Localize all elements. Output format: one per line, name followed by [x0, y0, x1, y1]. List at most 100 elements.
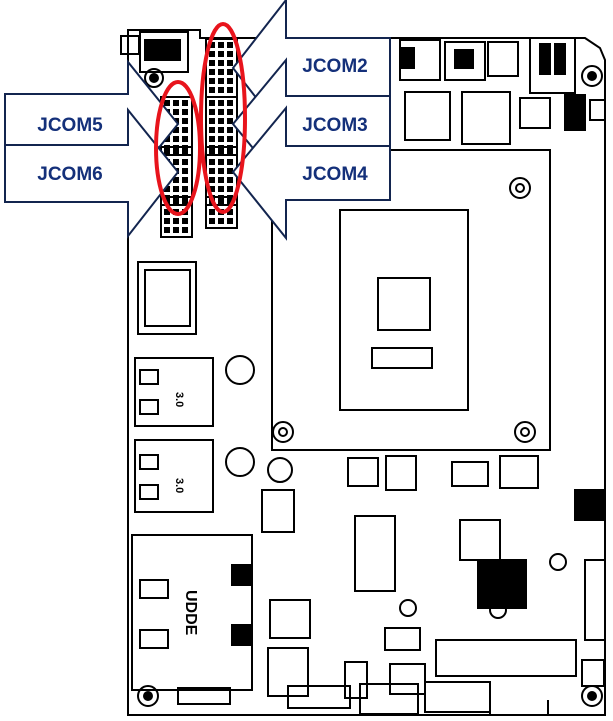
header-pin: [182, 159, 188, 165]
header-pin: [209, 78, 215, 84]
header-pin: [173, 227, 179, 233]
jcom2-label: JCOM2: [302, 56, 367, 77]
header-pin: [182, 200, 188, 206]
header-pin: [218, 118, 224, 124]
board-markings: 3.0 3.0 UDDE: [173, 392, 199, 636]
header-pin: [218, 100, 224, 106]
header-pin: [218, 69, 224, 75]
arrow-callout-icon: [4, 107, 180, 239]
header-pin: [182, 118, 188, 124]
header-pin: [173, 150, 179, 156]
header-pin: [227, 109, 233, 115]
header-pin: [227, 177, 233, 183]
header-pin: [227, 186, 233, 192]
header-pin: [164, 186, 170, 192]
header-pin: [209, 118, 215, 124]
header-pin: [164, 218, 170, 224]
header-pin: [218, 78, 224, 84]
header-pin: [218, 159, 224, 165]
jcom5-label: JCOM5: [37, 115, 103, 136]
header-pin: [218, 150, 224, 156]
header-pin: [182, 136, 188, 142]
header-pin: [218, 42, 224, 48]
header-pin: [227, 118, 233, 124]
jcom5-6-highlight: [154, 80, 202, 216]
header-pin: [173, 200, 179, 206]
header-pin: [164, 227, 170, 233]
header-pin: [218, 177, 224, 183]
pin-header-icon: [205, 196, 238, 229]
pin-header-icon: [160, 196, 193, 238]
header-pin: [209, 209, 215, 215]
header-pin: [227, 87, 233, 93]
header-pin: [227, 100, 233, 106]
header-pin: [227, 136, 233, 142]
header-pin: [209, 87, 215, 93]
header-pin: [164, 100, 170, 106]
header-pin: [227, 78, 233, 84]
header-pin: [227, 150, 233, 156]
header-pin: [227, 51, 233, 57]
header-pin: [173, 186, 179, 192]
header-pin: [227, 127, 233, 133]
header-pin: [164, 150, 170, 156]
pcb-outline: [127, 29, 606, 716]
header-pin: [227, 69, 233, 75]
jcom6-label: JCOM6: [37, 164, 102, 185]
header-pin: [218, 87, 224, 93]
left-io-ports: [131, 261, 293, 691]
header-pin: [218, 200, 224, 206]
header-pin: [173, 127, 179, 133]
jcom4-label: JCOM4: [302, 164, 368, 185]
usb-bottom-speed-marking: 3.0: [173, 478, 185, 493]
top-right-components: [399, 37, 606, 145]
header-pin: [209, 51, 215, 57]
header-pin: [209, 69, 215, 75]
header-pin: [227, 159, 233, 165]
header-pin: [182, 109, 188, 115]
header-pin: [218, 218, 224, 224]
jcom3-label: JCOM3: [302, 115, 367, 136]
callout-arrows: [4, 0, 391, 241]
header-pin: [209, 109, 215, 115]
header-pin: [182, 227, 188, 233]
header-pin: [227, 209, 233, 215]
header-pin: [209, 136, 215, 142]
header-pin: [182, 150, 188, 156]
header-pin: [209, 150, 215, 156]
header-pin: [182, 168, 188, 174]
header-pin: [182, 177, 188, 183]
header-pin: [209, 127, 215, 133]
header-pin: [173, 109, 179, 115]
header-pin: [218, 109, 224, 115]
header-pin: [209, 186, 215, 192]
header-pin: [227, 218, 233, 224]
header-pin: [182, 218, 188, 224]
lan-marking: UDDE: [182, 590, 199, 636]
header-pin: [182, 127, 188, 133]
header-pin: [218, 168, 224, 174]
highlight-ovals: [154, 22, 247, 216]
arrow-callout-icon: [231, 105, 391, 241]
header-pin: [218, 60, 224, 66]
header-pin: [209, 159, 215, 165]
header-pin: [209, 168, 215, 174]
header-pin: [209, 177, 215, 183]
top-left-connectors: [120, 31, 189, 88]
header-pin: [173, 100, 179, 106]
header-pin: [209, 218, 215, 224]
header-pin: [209, 60, 215, 66]
header-pin: [173, 218, 179, 224]
header-pin: [182, 100, 188, 106]
cpu-module: [271, 149, 551, 451]
header-pin: [218, 127, 224, 133]
header-pin: [209, 100, 215, 106]
header-pin: [218, 51, 224, 57]
header-pin: [164, 209, 170, 215]
header-pin: [227, 42, 233, 48]
callout-labels: JCOM2 JCOM3 JCOM4 JCOM5 JCOM6: [37, 56, 368, 185]
header-pin: [218, 186, 224, 192]
header-pin: [218, 136, 224, 142]
